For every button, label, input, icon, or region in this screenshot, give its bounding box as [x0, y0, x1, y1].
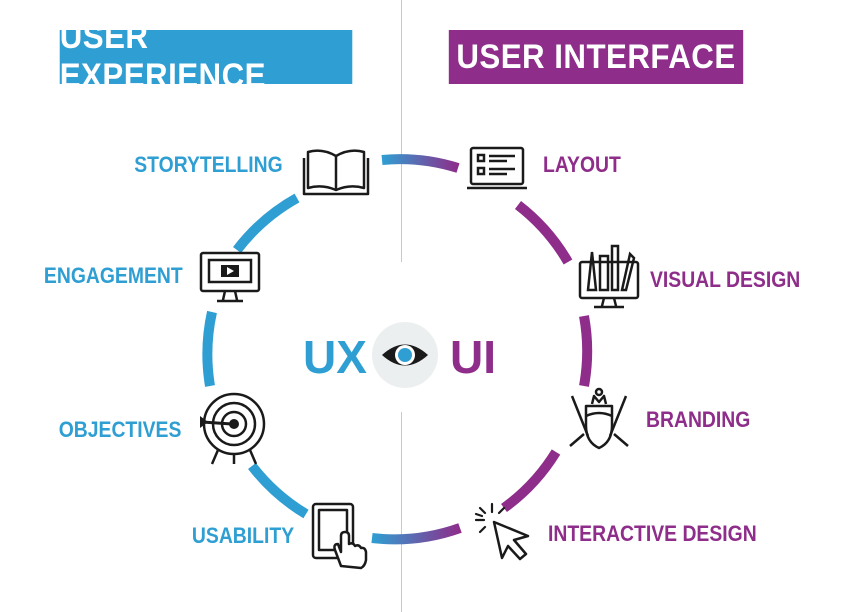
label-visual-design: VISUAL DESIGN	[650, 267, 801, 292]
arc-ui-3	[501, 449, 561, 513]
label-storytelling: STORYTELLING	[134, 152, 283, 177]
eye-badge	[372, 322, 438, 388]
label-usability: USABILITY	[191, 523, 294, 548]
arc-ui-2	[579, 315, 593, 387]
ui-center-label: UI	[450, 331, 496, 383]
monitor-video-icon	[199, 251, 261, 303]
arc-top	[381, 154, 460, 173]
design-tools-monitor-icon	[578, 244, 640, 309]
open-book-icon	[302, 149, 370, 196]
arc-bottom	[371, 523, 462, 545]
ux-center-label: UX	[303, 331, 367, 383]
center-divider-bottom	[401, 412, 402, 612]
arc-ux-2	[202, 310, 217, 387]
crest-shield-icon	[569, 387, 629, 450]
eye-icon	[382, 344, 428, 366]
tablet-touch-icon	[311, 502, 368, 570]
label-layout: LAYOUT	[543, 152, 621, 177]
arc-ux-3	[248, 462, 309, 519]
layout-screen-icon	[467, 146, 527, 190]
label-interactive-design: INTERACTIVE DESIGN	[548, 521, 757, 546]
target-arrow-icon	[200, 392, 266, 465]
label-branding: BRANDING	[646, 407, 751, 432]
arc-ui-1	[514, 201, 573, 265]
cursor-click-icon	[474, 502, 530, 561]
label-objectives: OBJECTIVES	[58, 417, 181, 442]
ui-header-banner: USER INTERFACE	[448, 30, 744, 84]
arc-ux-1	[233, 193, 300, 254]
center-divider-top	[401, 0, 402, 262]
label-engagement: ENGAGEMENT	[44, 263, 183, 288]
